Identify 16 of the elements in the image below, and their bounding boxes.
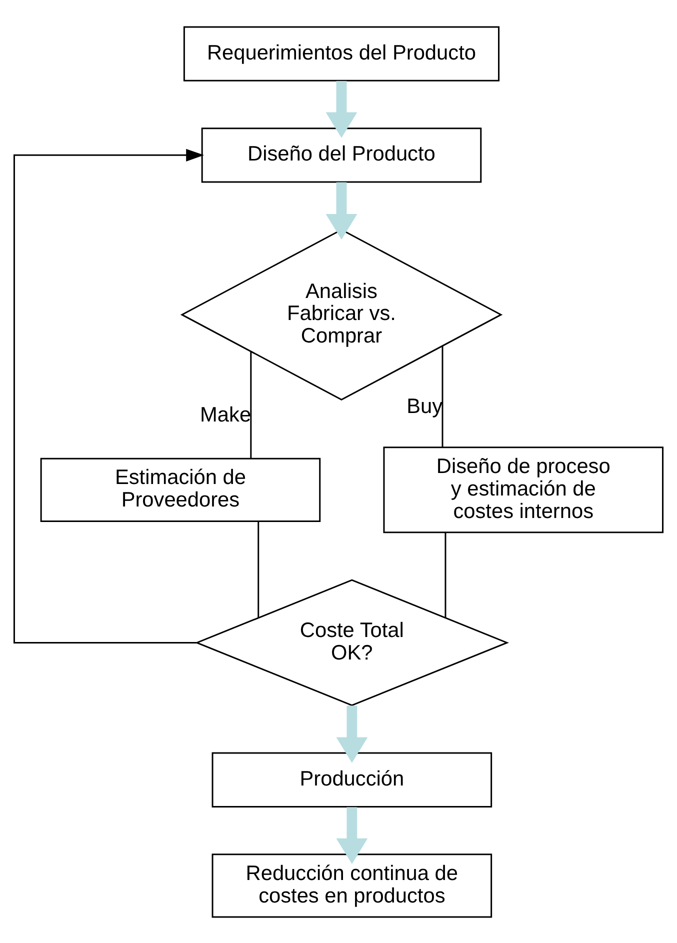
connector [444, 532, 446, 618]
arrow [326, 80, 358, 138]
node-box: Estimación de Proveedores [40, 457, 321, 522]
connector [258, 521, 260, 618]
arrow [336, 705, 368, 762]
node-diamond: Coste Total OK? [194, 578, 509, 706]
node-box: Producción [212, 752, 492, 807]
connector [442, 346, 444, 446]
arrow [13, 148, 204, 643]
arrow [336, 806, 368, 864]
connector [250, 351, 252, 458]
arrow [326, 182, 358, 240]
node-box: Requerimientos del Producto [183, 26, 500, 81]
node-box: Reducción continua de costes en productos [212, 853, 492, 918]
node-box: Diseño del Producto [201, 127, 482, 182]
node-box: Diseño de proceso y estimación de costes internos [383, 446, 664, 533]
